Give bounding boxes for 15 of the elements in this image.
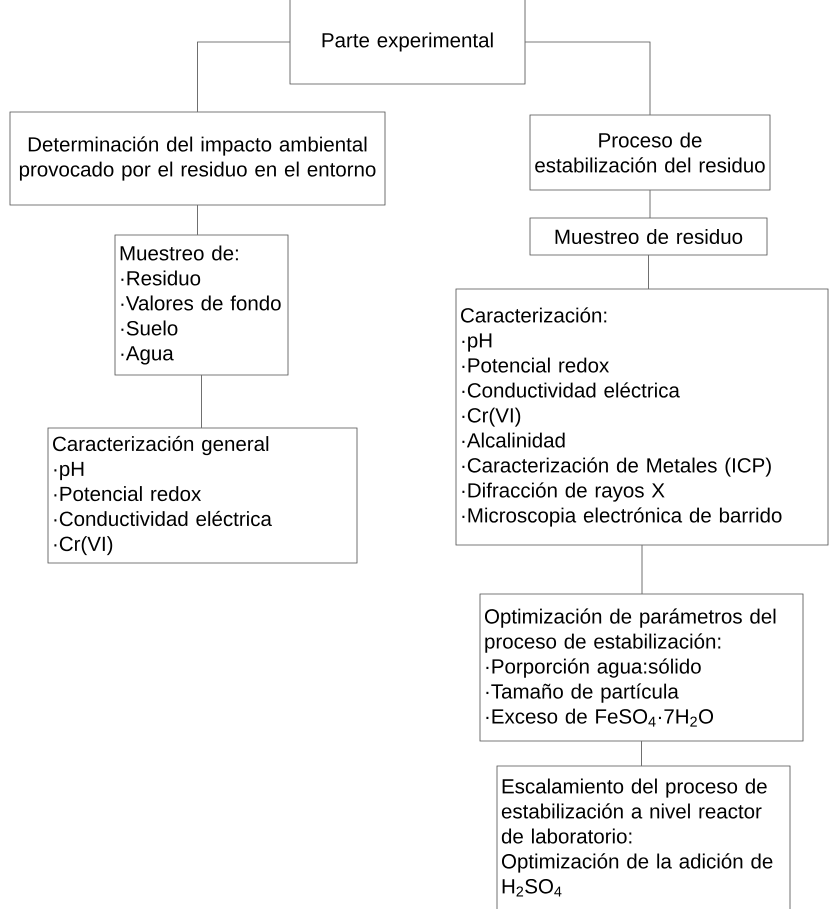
process-box: Proceso de estabilización del residuo xyxy=(530,114,770,190)
connector-line xyxy=(201,375,202,428)
process-box: Caracterización: ·pH ·Potencial redox ·Conductividad eléctrica ·Cr(VI) ·Alcalinidad ·Caracterización de Metales (ICP) ·Difracción de rayos X ·Microscopia electrónica de barrido xyxy=(456,288,828,546)
connector-line xyxy=(197,42,290,112)
process-box: Caracterización general ·pH ·Potencial redox ·Conductividad eléctrica ·Cr(VI) xyxy=(48,428,358,564)
connector-line xyxy=(648,255,649,289)
process-box: Determinación del impacto ambiental provocado por el residuo en el entorno xyxy=(10,112,386,206)
connector-line xyxy=(197,205,198,235)
process-box: Muestreo de residuo xyxy=(530,218,768,256)
process-box: Escalamiento del proceso de estabilización a nivel reactor de laboratorio: Optimización de la adición de H$_{2}$SO$_{4}$ xyxy=(496,766,790,909)
title-box: Parte experimental xyxy=(290,0,526,84)
process-box: Muestreo de: ·Residuo ·Valores de fondo ·Suelo ·Agua xyxy=(114,234,288,376)
connector-line xyxy=(641,741,642,766)
process-box: Optimización de parámetros del proceso de estabilización: ·Porporción agua:sólido ·Tamaño de partícula ·Exceso de FeSO$_{4}$·7H$_{2}$O xyxy=(480,594,804,742)
connector-line xyxy=(525,42,650,115)
